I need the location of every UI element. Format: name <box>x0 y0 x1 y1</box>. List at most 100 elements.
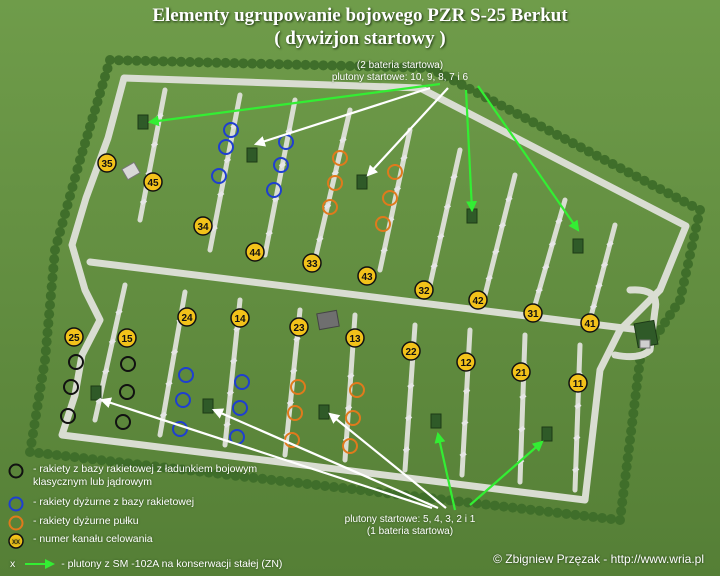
tree <box>284 476 295 487</box>
legend-black: - rakiety z bazy rakietowej z ładunkiem … <box>8 463 258 489</box>
tree <box>489 500 500 511</box>
launcher <box>223 421 231 429</box>
tree <box>504 104 515 115</box>
tree <box>618 488 629 499</box>
launcher <box>331 169 339 177</box>
launcher <box>574 402 582 410</box>
tree <box>615 163 626 174</box>
bottom-note: plutony startowe: 5, 4, 3, 2 i 1 (1 bate… <box>320 514 500 538</box>
tree <box>512 108 523 119</box>
tree <box>633 363 644 374</box>
tree <box>185 465 196 476</box>
tree <box>194 466 205 477</box>
tree <box>675 295 685 305</box>
tree <box>140 55 151 66</box>
tree <box>105 456 116 467</box>
legend-arrow: x - plutony z SM -102A na konserwacji st… <box>10 558 282 571</box>
legend-blue: - rakiety dyżurne z bazy rakietowej <box>8 496 194 514</box>
channel-badge-label: 44 <box>249 248 261 259</box>
channel-badge-label: 41 <box>584 319 596 330</box>
tree <box>34 391 44 402</box>
tree <box>60 209 70 219</box>
tree <box>31 410 41 421</box>
channel-badge-label: 31 <box>527 309 539 320</box>
green-arrow <box>477 85 580 232</box>
tree <box>687 241 697 251</box>
tree <box>123 458 134 469</box>
tree <box>536 121 547 132</box>
launcher <box>393 185 402 193</box>
tree <box>46 281 57 292</box>
launcher <box>492 248 500 256</box>
launcher <box>542 263 550 271</box>
tree <box>33 448 44 459</box>
tree <box>625 435 635 445</box>
channel-badge-disc <box>414 280 434 300</box>
channel-badge: 21 <box>511 362 531 382</box>
tree <box>543 506 554 517</box>
tree <box>55 227 65 237</box>
tree <box>82 130 93 140</box>
tree <box>159 462 170 473</box>
tree <box>96 455 107 466</box>
tree <box>583 146 594 157</box>
tree <box>628 408 639 419</box>
channel-badge: 11 <box>568 373 588 393</box>
channel-badge-disc <box>289 317 309 337</box>
tree <box>655 325 665 335</box>
platoon-post <box>202 398 214 414</box>
tree <box>456 79 467 90</box>
tree <box>617 497 628 508</box>
tree <box>318 60 329 71</box>
tree <box>336 60 347 71</box>
missile-marker <box>287 405 303 421</box>
platoon-post <box>356 174 368 190</box>
green-arrow-icon <box>25 559 56 569</box>
channel-badge: 41 <box>580 313 600 333</box>
tree <box>168 463 179 474</box>
tree <box>275 475 286 486</box>
road-spur <box>427 147 463 288</box>
tree <box>660 317 670 328</box>
launcher <box>459 451 467 459</box>
tree <box>616 506 627 517</box>
tree <box>416 62 427 73</box>
tree <box>371 61 382 72</box>
channel-badge: 24 <box>177 307 197 327</box>
tree <box>105 55 115 65</box>
tree <box>85 121 95 132</box>
tree <box>114 457 125 468</box>
missile-marker <box>115 414 131 430</box>
tree <box>247 58 258 69</box>
tree <box>681 268 691 278</box>
tree <box>432 67 443 78</box>
tree <box>480 499 491 510</box>
missile-marker <box>382 190 398 206</box>
road-spur <box>137 87 168 223</box>
tree <box>158 56 169 67</box>
channel-badge-label: 11 <box>573 379 584 390</box>
channel-badge-label: 42 <box>472 296 484 307</box>
legend-arrow-text: - plutony z SM -102A na konserwacji stał… <box>61 558 283 570</box>
channel-badge: 22 <box>401 341 421 361</box>
tree <box>507 502 518 513</box>
top-note: (2 bateria startowa) plutony startowe: 1… <box>310 60 490 84</box>
tree <box>132 459 143 470</box>
tree <box>398 62 409 73</box>
bottom-note-line-1: plutony startowe: 5, 4, 3, 2 i 1 <box>344 514 476 525</box>
tree <box>257 473 268 484</box>
legend-blue-text: - rakiety dyżurne z bazy rakietowej <box>33 496 195 508</box>
tree <box>560 134 570 144</box>
launcher <box>347 372 355 380</box>
launcher <box>548 240 557 248</box>
tree <box>665 310 675 320</box>
launcher <box>230 357 238 365</box>
tree <box>95 88 105 99</box>
title-line-1: Elementy ugrupowanie bojowego PZR S-25 B… <box>152 5 568 26</box>
tree <box>677 286 687 296</box>
tree <box>639 175 650 186</box>
blue-circle-icon <box>8 496 28 514</box>
tree <box>35 382 46 393</box>
channel-badge: 15 <box>117 328 137 348</box>
